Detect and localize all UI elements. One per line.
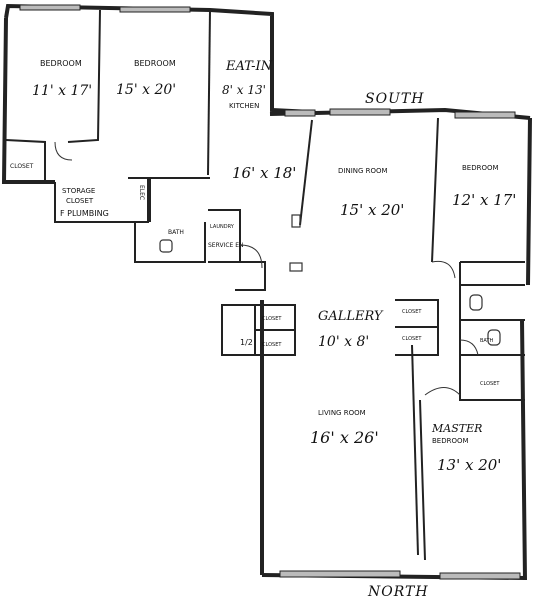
wall-west-wing-left [1,17,55,184]
column-gallery [291,214,301,228]
window-north-1 [279,570,401,578]
room-bedroom-2-name: BEDROOM [134,59,176,68]
room-living-size: 16' x 26' [310,428,379,447]
door-service [239,244,263,269]
window-south-2 [329,108,391,116]
label-storage: STORAGE [62,187,95,195]
door-bed1 [54,141,73,161]
label-closet-master: CLOSET [480,381,500,387]
column-gallery-2 [289,262,303,272]
door-bedroom3 [431,260,456,279]
label-closet: CLOSET [10,163,34,170]
room-bedroom-3-name: BEDROOM [462,164,499,172]
room-bedroom-2-size: 15' x 20' [116,82,176,98]
room-kitchen-name: EAT-IN [225,59,273,74]
compass-north: NORTH [367,584,429,600]
label-service-entry: SERVICE EN [208,242,243,249]
door-bath-stack [459,339,479,356]
room-master-name: MASTER [431,422,482,435]
partition-bed1-closet [5,139,46,182]
toilet-fixture [469,294,483,311]
label-bath-stack: BATH [480,338,494,344]
toilet-fixture-2 [487,329,501,346]
door-master [424,387,461,396]
room-bedroom-1-name: BEDROOM [40,59,82,68]
window-north-2 [439,572,521,580]
room-kitchen-sub: KITCHEN [229,102,259,110]
room-area-size: 16' x 18' [232,164,296,182]
window-south-3 [454,111,516,119]
label-plumbing: F PLUMBING [60,209,109,218]
window-south-1 [284,109,316,117]
wall-storage [54,177,210,223]
partition-bath-stack [459,261,525,401]
room-dining-name: DINING ROOM [338,167,388,175]
gallery-closets [395,299,439,356]
room-master-size: 13' x 20' [437,456,501,474]
label-closet-powder-1: CLOSET [262,316,282,322]
elec-closet [128,177,151,222]
label-closet-gallery-2: CLOSET [402,336,422,342]
compass-south: SOUTH [365,91,424,107]
room-gallery-name: GALLERY [318,309,384,324]
powder-room [221,304,296,356]
room-living-name: LIVING ROOM [318,409,366,417]
label-closet-gallery-1: CLOSET [402,309,422,315]
room-kitchen-size: 8' x 13' [222,83,266,97]
room-dining-size: 15' x 20' [340,201,404,219]
label-half-bath: 1/2 [240,338,253,347]
service-entry [208,209,266,291]
room-gallery-size: 10' x 8' [318,334,369,350]
wall-north-west-wing [4,3,313,114]
room-bedroom-3-size: 12' x 17' [452,191,516,209]
partition-master-west [419,399,426,561]
label-kitchen-bath: BATH [168,229,184,236]
partition-dining-bedroom3 [431,117,439,263]
window-west-wing [19,4,81,11]
partition-living-east [411,344,419,556]
room-bedroom-1-size: 11' x 17' [32,83,92,99]
partition-bed1-bed2 [67,9,101,143]
partition-dining-west [299,119,313,226]
sink-fixture [159,239,173,253]
label-storage-closet: CLOSET [66,197,94,205]
label-closet-powder-2: CLOSET [262,342,282,348]
wall-bath-block [134,222,206,263]
wall-east [520,117,532,581]
window-west-wing-2 [119,6,191,13]
label-elec: ELEC [138,185,145,200]
partition-bed2-kitchen [207,9,211,176]
label-laundry: LAUNDRY [210,224,235,230]
room-master-sub: BEDROOM [432,437,469,445]
